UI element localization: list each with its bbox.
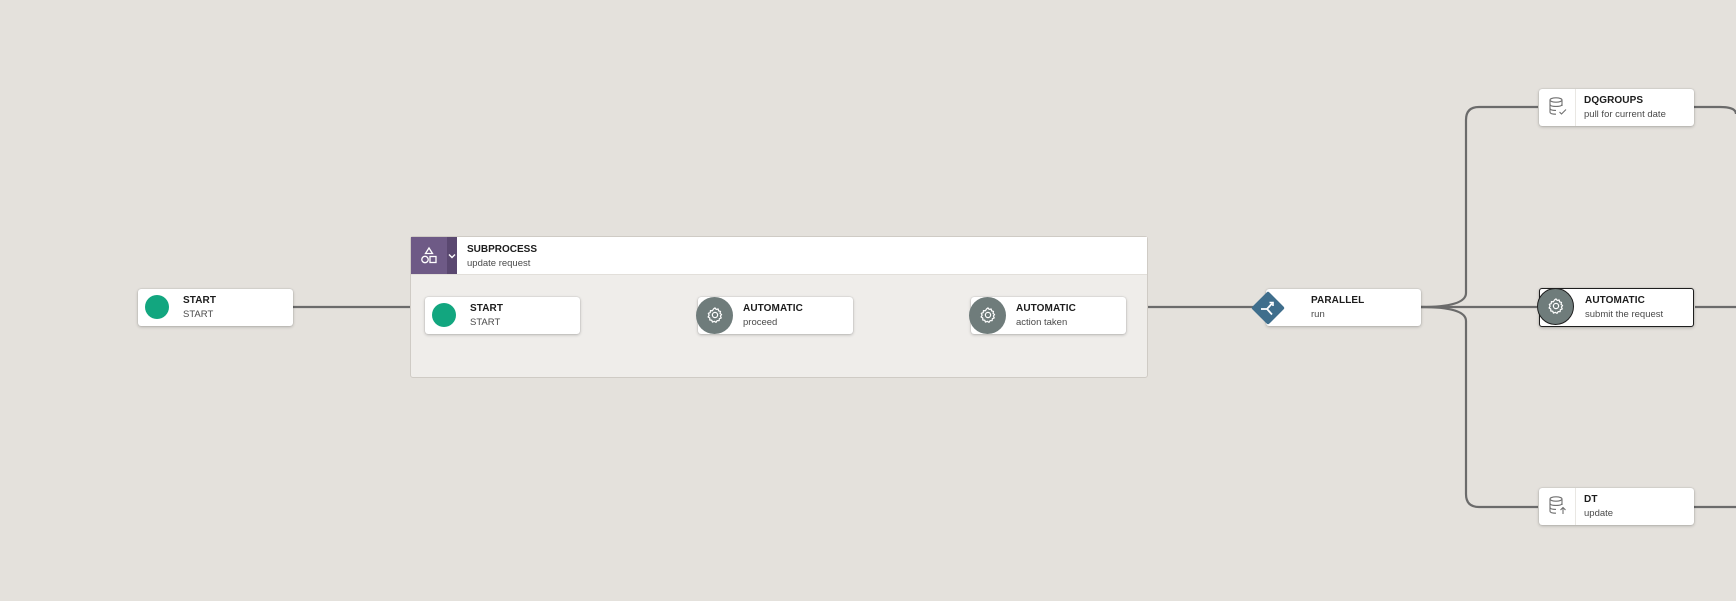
subprocess-header[interactable]: SUBPROCESS update request (411, 237, 1147, 275)
node-start[interactable]: START START (138, 289, 293, 326)
node-subtitle: action taken (1016, 317, 1068, 328)
node-title: PARALLEL (1311, 295, 1365, 306)
gear-icon (969, 296, 1006, 334)
database-upload-icon (1546, 494, 1570, 518)
node-inner-start[interactable]: START START (425, 297, 580, 334)
node-title: AUTOMATIC (1585, 295, 1645, 306)
node-title: AUTOMATIC (1016, 303, 1076, 314)
subprocess-title: SUBPROCESS (467, 244, 538, 255)
node-title: START (183, 295, 217, 306)
database-check-icon (1546, 95, 1570, 119)
collapse-chevron-icon[interactable] (447, 237, 457, 274)
node-title: DT (1584, 494, 1598, 505)
connector-branch-dt (1420, 305, 1538, 509)
parallel-gateway-icon (1248, 288, 1288, 328)
gear-icon (696, 296, 733, 334)
connector-dqgroups-out (1693, 105, 1736, 115)
node-automatic-action-taken[interactable]: AUTOMATIC action taken (969, 296, 1126, 334)
divider (1575, 89, 1576, 126)
gear-icon (1537, 287, 1574, 325)
node-title: START (470, 303, 504, 314)
node-parallel[interactable]: PARALLEL run (1251, 289, 1421, 326)
node-dt[interactable]: DT update (1539, 488, 1694, 525)
node-subtitle: START (470, 317, 501, 328)
node-automatic-submit[interactable]: AUTOMATIC submit the request (1537, 287, 1694, 327)
node-subtitle: START (183, 309, 214, 320)
node-subtitle: run (1311, 309, 1325, 320)
node-automatic-proceed[interactable]: AUTOMATIC proceed (696, 296, 853, 334)
node-title: AUTOMATIC (743, 303, 803, 314)
node-subtitle: submit the request (1585, 309, 1664, 320)
node-dqgroups[interactable]: DQGROUPS pull for current date (1539, 89, 1694, 126)
node-subtitle: update (1584, 508, 1614, 519)
node-subtitle: proceed (743, 317, 778, 328)
node-subtitle: pull for current date (1584, 109, 1666, 120)
start-circle-icon (145, 295, 169, 319)
subprocess-subtitle: update request (467, 258, 531, 269)
node-title: DQGROUPS (1584, 95, 1644, 106)
start-circle-icon (432, 303, 456, 327)
connector-branch-dqgroups (1420, 105, 1538, 309)
subprocess-shapes-icon (411, 237, 447, 274)
divider (1575, 488, 1576, 525)
